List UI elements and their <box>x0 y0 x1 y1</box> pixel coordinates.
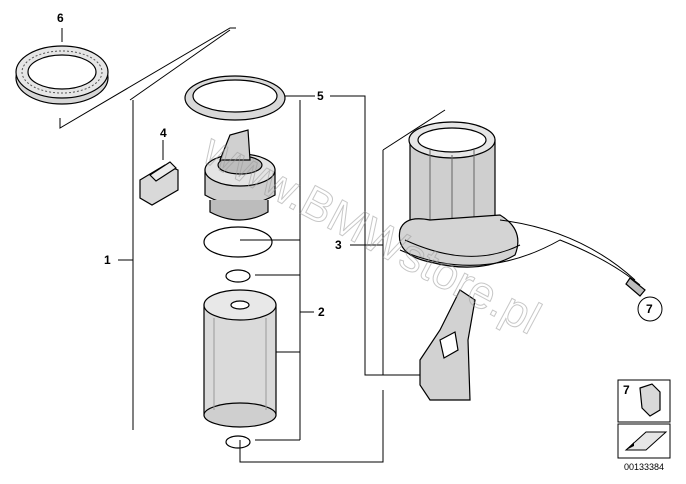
legend-callout-7: 7 <box>623 383 630 397</box>
callout-1: 1 <box>104 253 111 267</box>
callout-7-circle <box>637 296 663 322</box>
legend-box <box>617 379 671 459</box>
pump-head-part <box>204 129 276 221</box>
arrow-icon <box>624 431 668 451</box>
filter-cartridge-part <box>203 289 277 428</box>
small-washer-top-part <box>225 269 251 283</box>
callout-3: 3 <box>335 238 342 252</box>
float-bracket-part <box>419 289 476 401</box>
callout-6: 6 <box>57 11 64 25</box>
clip-part <box>139 140 179 206</box>
o-ring-part <box>203 226 273 258</box>
callout-2: 2 <box>318 305 325 319</box>
fuel-pump-housing-part <box>398 121 646 297</box>
document-number: 00133384 <box>624 462 664 472</box>
gasket-ring-part <box>184 75 286 121</box>
callout-7: 7 <box>646 302 653 316</box>
small-washer-bottom-part <box>225 435 251 449</box>
callout-5: 5 <box>317 89 324 103</box>
seal-ring-part <box>15 45 109 105</box>
callout-4: 4 <box>160 126 167 140</box>
